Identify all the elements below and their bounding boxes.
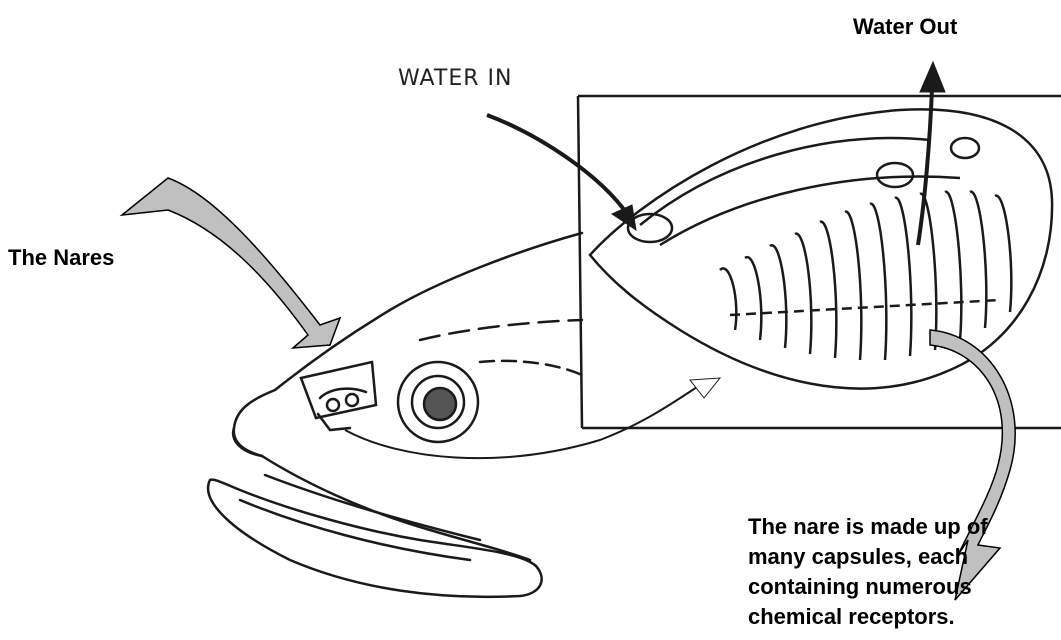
- nare-caption: The nare is made up of many capsules, ea…: [748, 512, 1061, 632]
- nares-label: The Nares: [8, 245, 114, 271]
- caption-line: The nare is made up of: [748, 512, 1061, 542]
- caption-line: many capsules, each: [748, 542, 1061, 572]
- water-out-label: Water Out: [853, 14, 957, 40]
- fish-head-drawing: [208, 233, 582, 597]
- water-in-arrow: [487, 115, 628, 215]
- nares-pointer-arrow: [122, 178, 340, 348]
- caption-line: chemical receptors.: [748, 602, 1061, 632]
- water-in-label: WATER IN: [398, 66, 512, 91]
- caption-line: containing numerous: [748, 572, 1061, 602]
